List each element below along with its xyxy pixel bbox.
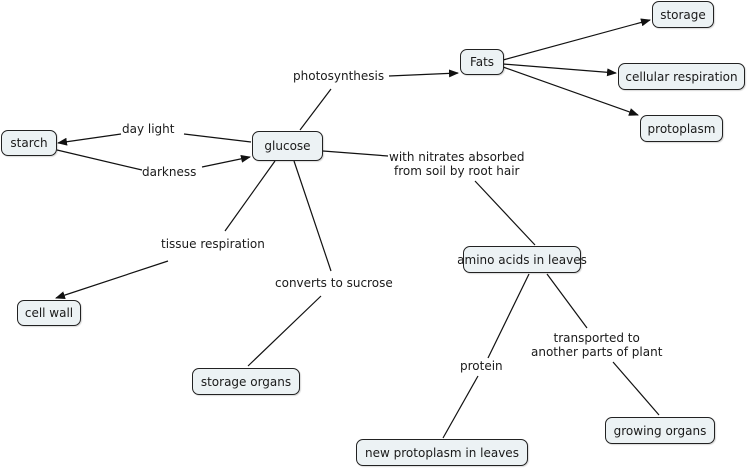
line-amino-transported <box>546 273 588 329</box>
line-fats-storage <box>502 18 651 61</box>
line-converts-storageorgans <box>247 295 322 367</box>
node-cell-wall[interactable]: cell wall <box>17 300 81 326</box>
node-growing-organs[interactable]: growing organs <box>605 417 715 444</box>
line-nitrates-amino <box>474 180 536 246</box>
line-amino-protein <box>487 273 530 359</box>
line-glucose-tissue <box>224 160 276 232</box>
link-nitrates: with nitrates absorbed from soil by root… <box>389 150 525 178</box>
line-transported-growing <box>612 361 660 416</box>
link-transported-line2: another parts of plant <box>531 345 663 359</box>
node-new-protoplasm-in-leaves[interactable]: new protoplasm in leaves <box>356 439 528 466</box>
node-protoplasm[interactable]: protoplasm <box>640 115 723 142</box>
link-converts-to-sucrose: converts to sucrose <box>275 276 393 290</box>
line-darkness-glucose <box>201 154 251 168</box>
link-transported-line1: transported to <box>553 331 640 345</box>
node-storage-organs[interactable]: storage organs <box>192 368 300 395</box>
line-tissue-cellwall <box>55 260 169 299</box>
link-darkness: darkness <box>142 165 197 179</box>
node-amino-acids-in-leaves[interactable]: amino acids in leaves <box>457 246 587 273</box>
link-tissue-respiration: tissue respiration <box>161 237 265 251</box>
line-fats-protoplasm <box>502 66 639 116</box>
line-protein-newprotoplasm <box>442 375 479 439</box>
node-glucose[interactable]: glucose <box>252 131 323 161</box>
node-cellular-respiration[interactable]: cellular respiration <box>618 63 745 90</box>
link-photosynthesis: photosynthesis <box>293 69 385 83</box>
link-day-light: day light <box>122 122 175 136</box>
link-nitrates-line2: from soil by root hair <box>394 164 520 178</box>
line-glucose-photosynthesis <box>299 88 332 131</box>
line-glucose-daylight <box>183 133 252 143</box>
line-daylight-starch <box>57 133 122 146</box>
link-transported: transported to another parts of plant <box>531 331 663 359</box>
line-starch-darkness <box>56 149 143 171</box>
node-fats[interactable]: Fats <box>460 49 504 75</box>
node-starch[interactable]: starch <box>1 130 57 156</box>
line-glucose-converts <box>293 160 332 272</box>
link-nitrates-line1: with nitrates absorbed <box>389 150 525 164</box>
line-glucose-nitrates <box>322 150 389 157</box>
link-protein: protein <box>460 359 503 373</box>
line-photosynthesis-fats <box>388 69 459 78</box>
node-storage[interactable]: storage <box>652 1 714 28</box>
line-fats-cellular-respiration <box>502 63 617 77</box>
